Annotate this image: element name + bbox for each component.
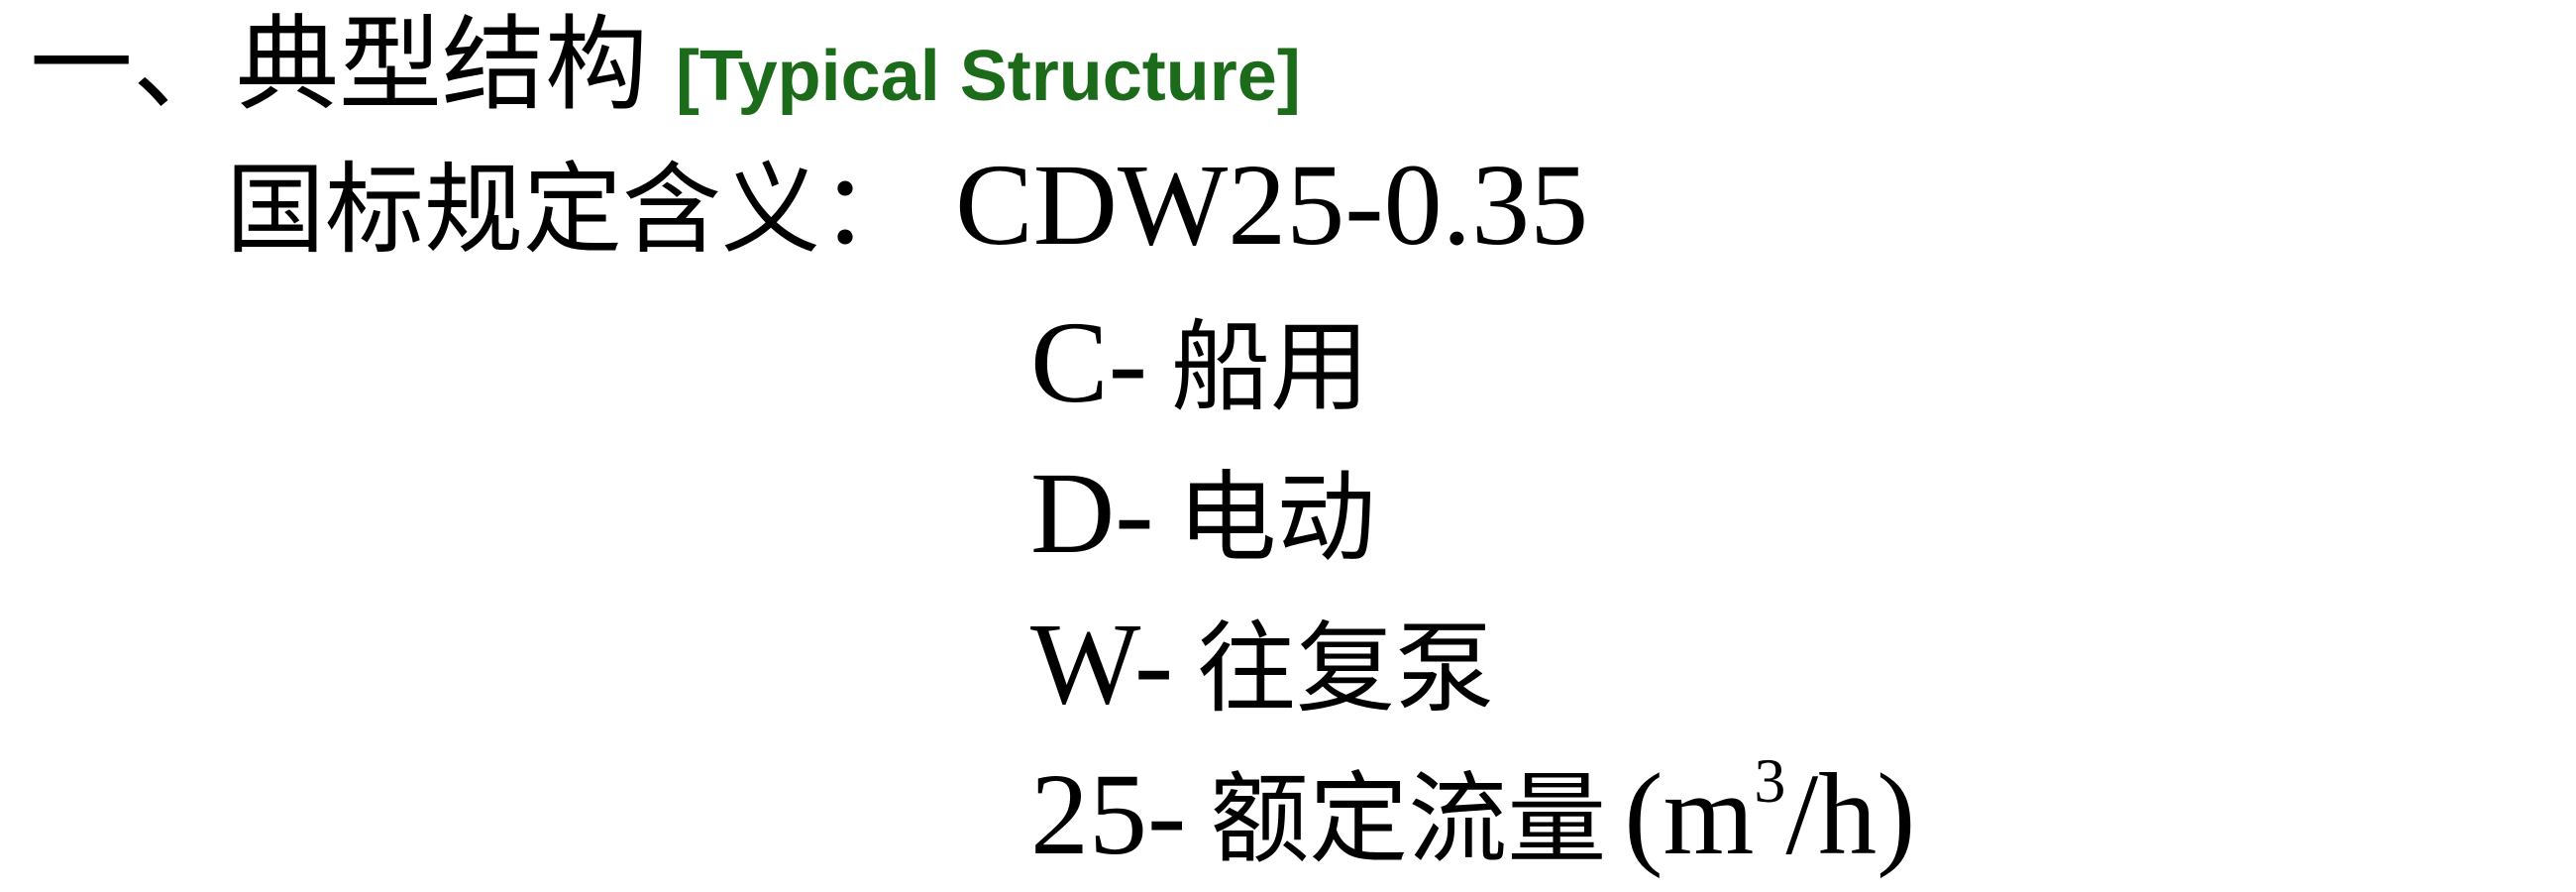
definition-meaning: 额定流量 bbox=[1210, 761, 1607, 877]
definition-meaning: 电动 bbox=[1177, 460, 1376, 576]
definition-code: C- bbox=[1030, 297, 1147, 427]
model-code: CDW25-0.35 bbox=[955, 140, 1589, 270]
definition-meaning: 往复泵 bbox=[1197, 611, 1495, 726]
definition-item-25: 25- 额定流量 (m3/h) bbox=[1030, 739, 1915, 890]
flow-unit-prefix: (m bbox=[1624, 749, 1755, 879]
definition-code: W- bbox=[1030, 599, 1174, 728]
slide-heading: 一、典型结构 [Typical Structure] bbox=[30, 0, 1301, 129]
flow-unit-suffix: /h) bbox=[1785, 749, 1916, 879]
standard-meaning-line: 国标规定含义： CDW25-0.35 bbox=[226, 141, 1588, 270]
heading-english: [Typical Structure] bbox=[676, 37, 1301, 116]
definition-item-d: D- 电动 bbox=[1030, 438, 1915, 589]
definition-item-c: C- 船用 bbox=[1030, 287, 1915, 438]
definition-code: D- bbox=[1030, 448, 1154, 578]
definition-code: 25- bbox=[1030, 749, 1187, 879]
definition-meaning: 船用 bbox=[1171, 309, 1369, 425]
standard-label: 国标规定含义： bbox=[226, 152, 919, 268]
code-definition-list: C- 船用 D- 电动 W- 往复泵 25- 额定流量 (m3/h) bbox=[1030, 287, 1915, 890]
heading-chinese: 一、典型结构 bbox=[30, 4, 649, 125]
flow-unit-superscript: 3 bbox=[1754, 745, 1786, 816]
definition-item-w: W- 往复泵 bbox=[1030, 589, 1915, 739]
flow-unit: (m3/h) bbox=[1624, 739, 1915, 890]
